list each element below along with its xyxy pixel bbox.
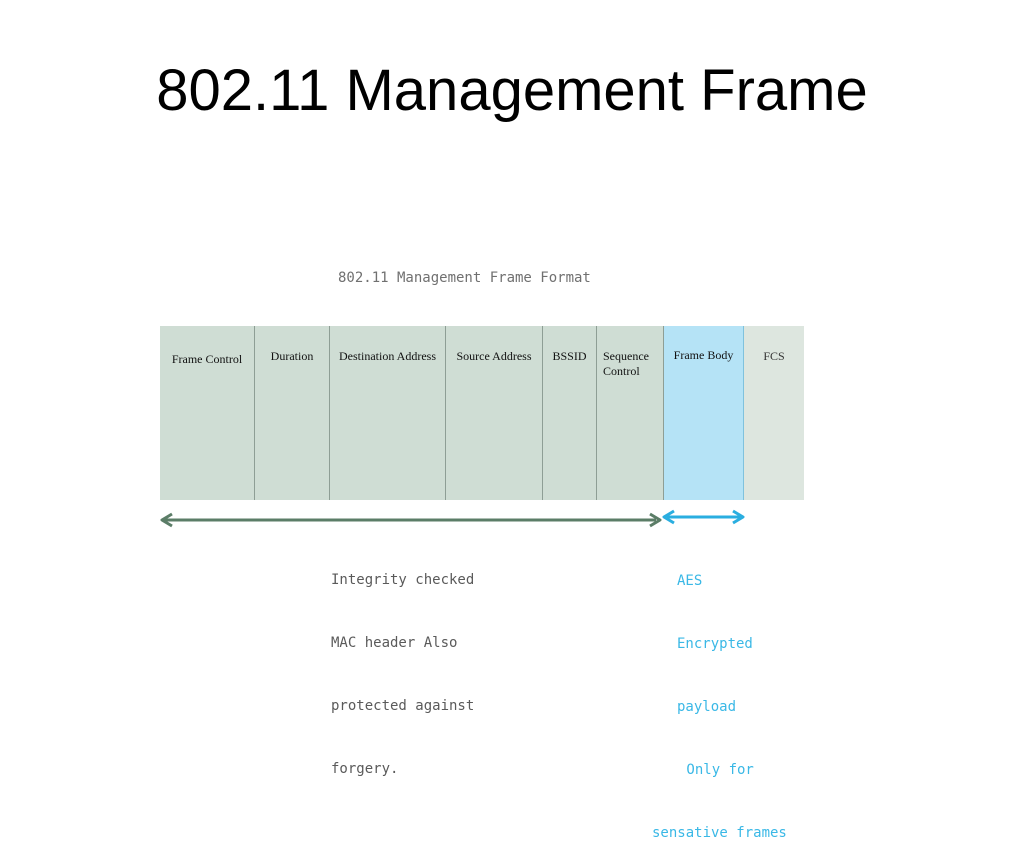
integrity-note-line: protected against: [331, 698, 475, 714]
field-source-address: Source Address: [446, 326, 543, 500]
integrity-note-line: Integrity checked: [331, 572, 475, 588]
field-bssid: BSSID: [543, 326, 597, 500]
field-fcs: FCS: [744, 326, 804, 500]
aes-note-line: Only for: [678, 762, 754, 778]
encryption-arrow: [662, 509, 745, 525]
field-destination-address: Destination Address: [330, 326, 446, 500]
field-duration: Duration: [255, 326, 330, 500]
integrity-arrow: [160, 512, 662, 528]
frame-format-row: Frame Control Duration Destination Addre…: [160, 326, 804, 500]
aes-note-line: sensative frames: [652, 825, 787, 841]
field-frame-control: Frame Control: [160, 326, 255, 500]
slide-title: 802.11 Management Frame: [156, 58, 868, 123]
integrity-note-line: forgery.: [331, 761, 399, 777]
aes-note-line: Encrypted: [677, 636, 753, 652]
diagram-caption: 802.11 Management Frame Format: [338, 270, 591, 286]
aes-note: AES Encrypted payload Only for sensative…: [652, 529, 787, 865]
arrows-layer: [160, 509, 745, 528]
field-frame-body: Frame Body: [664, 326, 744, 500]
field-sequence-control: Sequence Control: [597, 326, 664, 500]
integrity-note-line: MAC header Also: [331, 635, 458, 651]
aes-note-line: payload: [677, 699, 737, 715]
aes-note-line: AES: [677, 573, 703, 589]
integrity-note: Integrity checked MAC header Also protec…: [331, 528, 474, 801]
